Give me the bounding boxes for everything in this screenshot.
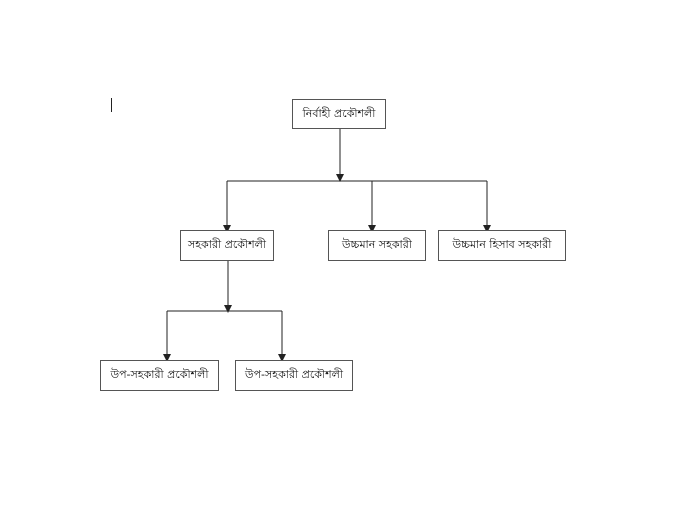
node-higher-assistant: উচ্চমান সহকারী — [328, 230, 426, 261]
node-higher-accounts-assistant: উচ্চমান হিসাব সহকারী — [438, 230, 566, 261]
node-executive-engineer: নির্বাহী প্রকৌশলী — [292, 99, 386, 129]
node-assistant-engineer: সহকারী প্রকৌশলী — [180, 230, 274, 261]
text-cursor — [111, 98, 112, 112]
node-sub-assistant-engineer-2: উপ-সহকারী প্রকৌশলী — [235, 360, 353, 391]
node-sub-assistant-engineer-1: উপ-সহকারী প্রকৌশলী — [100, 360, 219, 391]
